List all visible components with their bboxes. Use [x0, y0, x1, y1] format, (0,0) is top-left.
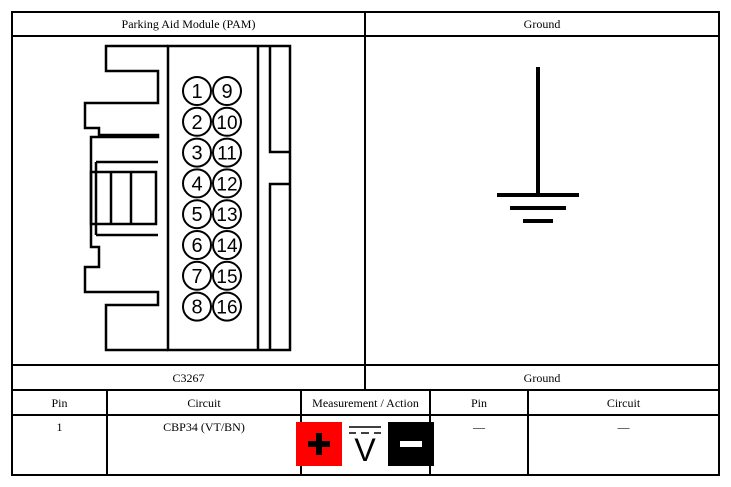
plus-icon [296, 422, 342, 466]
pin-number: 8 [191, 297, 202, 319]
pin-circle [212, 260, 242, 291]
pin-circle [212, 106, 242, 137]
pin-circle [212, 230, 242, 260]
pin-circle [182, 260, 212, 291]
header-module-title: Parking Aid Module (PAM) [121, 17, 256, 31]
pin-number: 15 [216, 267, 237, 288]
pin-circle [182, 168, 212, 199]
divider-upper-middle [364, 11, 366, 391]
connector-outline-left [83, 44, 168, 352]
column-header-pin-2: Pin [470, 395, 487, 410]
row-pin: 1 [56, 420, 63, 434]
pin-circle [212, 199, 242, 230]
ground-symbol-icon [497, 67, 579, 223]
pin-number: 1 [191, 81, 202, 103]
pin-number: 7 [191, 266, 202, 288]
pin-number: 16 [216, 298, 237, 319]
minus-icon [388, 422, 434, 466]
pin-number: 4 [191, 173, 202, 195]
connector-latch-window [89, 170, 158, 226]
header-ground-title: Ground [523, 17, 561, 31]
connector-id-label: C3267 [172, 370, 205, 385]
pin-number: 12 [216, 174, 237, 195]
divider-col-4 [527, 389, 529, 476]
pin-circle [212, 137, 242, 168]
ground-caption: Ground [523, 370, 561, 385]
pin-number: 2 [191, 112, 202, 134]
pin-number: 3 [191, 143, 202, 165]
voltage-unit: V [354, 432, 376, 468]
pin-number: 13 [216, 205, 237, 226]
row-circuit-2: — [617, 420, 630, 434]
connector-latch-right [268, 46, 290, 154]
connector-body [166, 44, 292, 352]
pin-circle [182, 230, 212, 260]
row-pin-2: — [473, 420, 485, 434]
pin-circle [182, 106, 212, 137]
pin-circle [182, 291, 212, 322]
pin-circle [212, 291, 242, 322]
column-header-measurement: Measurement / Action [312, 395, 419, 410]
pin-column-left: 1 2 3 4 5 6 7 8 [182, 76, 212, 322]
pin-circle [212, 168, 242, 199]
measurement-action: V [296, 422, 436, 468]
pin-circle [182, 137, 212, 168]
column-header-circuit: Circuit [187, 395, 221, 410]
column-header-circuit-2: Circuit [606, 395, 641, 410]
voltage-dc-icon: V [346, 422, 384, 468]
column-header-pin: Pin [51, 395, 68, 410]
connector-latch-right-lower [268, 182, 290, 350]
pin-circle [182, 76, 212, 106]
pin-number: 10 [216, 113, 237, 134]
row-circuit: CBP34 (VT/BN) [163, 420, 245, 434]
divider-table-header [11, 414, 720, 416]
pin-number: 14 [216, 236, 238, 257]
pin-column-right: 9 10 11 12 13 14 15 16 [212, 76, 242, 322]
pin-number: 6 [191, 235, 202, 257]
divider-col-1 [106, 389, 108, 476]
pin-circle [212, 76, 242, 106]
pin-circle [182, 199, 212, 230]
pin-number: 11 [217, 144, 237, 165]
pin-number: 5 [191, 204, 202, 226]
pin-number: 9 [221, 81, 232, 103]
